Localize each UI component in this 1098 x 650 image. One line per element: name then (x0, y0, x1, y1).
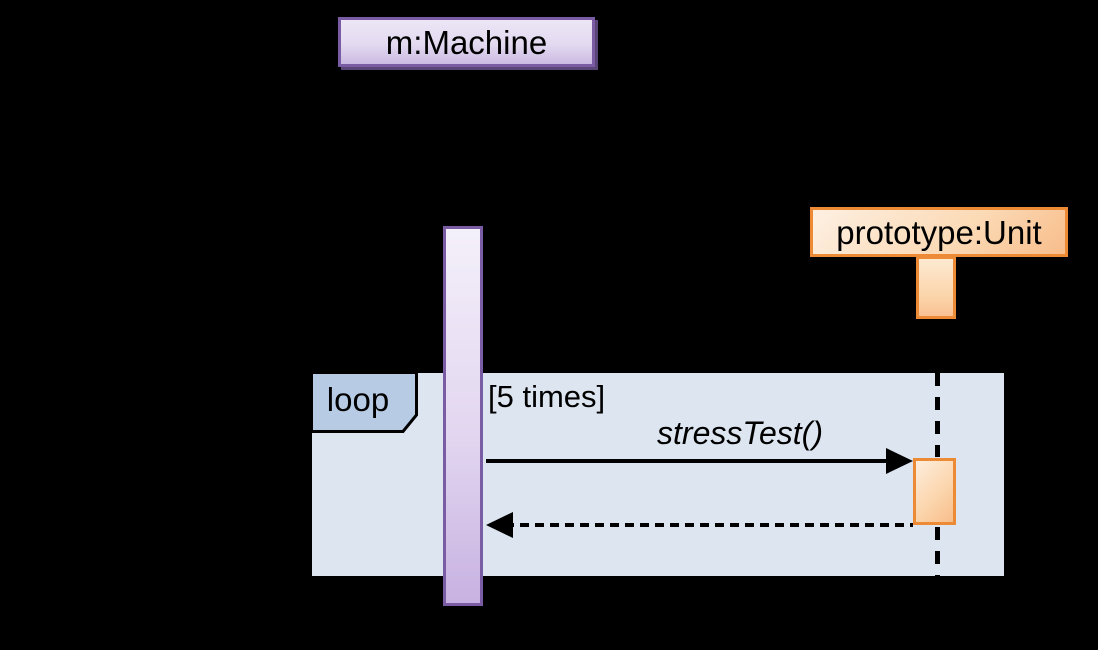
activation-bar-unit-creation (916, 256, 956, 319)
loop-guard-label: [5 times] (488, 379, 606, 414)
return-arrowhead-icon (486, 512, 513, 538)
unit-lifeline-segment-upper (935, 373, 940, 457)
unit-lifeline-segment-lower (935, 527, 940, 576)
object-label-prototype-unit: prototype:Unit (836, 213, 1042, 251)
call-arrowhead-icon (886, 448, 913, 474)
object-label-machine: m:Machine (385, 23, 548, 61)
activation-bar-machine (443, 226, 483, 606)
activation-bar-unit-stresstest (913, 458, 956, 525)
message-label-stresstest: stressTest() (657, 415, 823, 451)
call-message-line (486, 459, 888, 463)
loop-operator-label: loop (326, 381, 390, 418)
return-message-line (505, 523, 913, 527)
loop-fragment-operator-pentagon: loop (310, 371, 418, 433)
object-box-machine: m:Machine (338, 17, 595, 67)
object-box-prototype-unit: prototype:Unit (810, 207, 1068, 257)
pentagon-shape (310, 371, 418, 433)
loop-fragment-body (310, 371, 1006, 578)
